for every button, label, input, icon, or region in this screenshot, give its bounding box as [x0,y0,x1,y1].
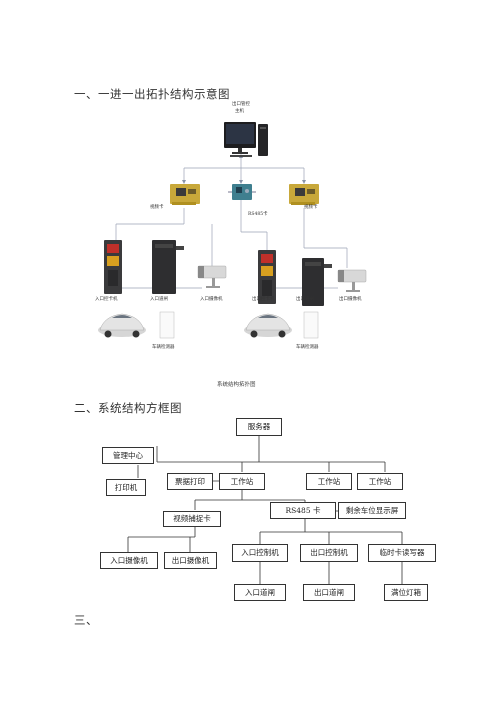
ticket-print-box: 票据打印 [167,473,213,490]
remaining-spaces-display-box: 剩余车位显示屏 [338,502,406,519]
exit-gate-label: 出口道闸 [296,297,314,302]
entry-camera [197,265,227,288]
entry-gate-box: 入口道闸 [234,584,286,601]
rs485-card-box: RS485 卡 [270,502,336,519]
entry-detector-label: 车辆检测器 [152,345,175,350]
entry-camera-box: 入口摄像机 [100,552,158,569]
video-card-left-label: 视频卡 [150,205,164,210]
workstation-box-3: 工作站 [357,473,403,490]
video-card-left [170,184,200,205]
entry-vehicle-detector [159,311,175,339]
full-light-box: 满位灯箱 [384,584,428,601]
video-card-right [289,184,319,205]
temp-card-reader-box: 临时卡读写器 [368,544,436,562]
topology-caption: 系统结构拓扑图 [217,382,256,388]
rs485-card [228,184,256,200]
pc-label-line1: 出口管控 [232,102,250,107]
heading-3: 三、 [74,613,98,627]
entry-gate [152,240,184,294]
heading-1: 一、一进一出拓扑结构示意图 [74,87,230,101]
pc-host [224,122,268,157]
management-center-box: 管理中心 [102,447,154,464]
exit-controller [258,250,276,304]
entry-controller [104,240,122,294]
exit-camera [337,269,367,292]
pc-label-line2: 主机 [235,109,244,114]
video-capture-card-box: 视频捕捉卡 [163,511,221,527]
exit-detector-label: 车辆检测器 [296,345,319,350]
heading-2: 二、系统结构方框图 [74,401,182,415]
server-box: 服务器 [236,418,282,436]
entry-gate-label: 入口道闸 [150,297,168,302]
exit-controller-box: 出口控制机 [300,544,358,562]
exit-car [244,313,292,338]
workstation-box-2: 工作站 [306,473,352,490]
topology-drawing [98,122,367,339]
rs485-label: RS485卡 [248,212,268,217]
exit-vehicle-detector [303,311,319,339]
topology-wires [115,158,348,289]
exit-camera-box: 出口摄像机 [164,552,217,569]
topology-figure: 出口管控 主机 视频卡 RS485卡 视频卡 入口控卡机 入口道闸 入口摄像机 … [92,100,400,390]
workstation-box-1: 工作站 [219,473,265,490]
exit-gate-box: 出口道闸 [303,584,355,601]
wire-arrows [182,154,306,184]
exit-controller-label: 出口控卡机 [252,297,275,302]
entry-camera-label: 入口摄像机 [200,297,223,302]
entry-controller-label: 入口控卡机 [95,297,118,302]
entry-controller-box: 入口控制机 [232,544,288,562]
entry-car [98,313,146,338]
printer-box: 打印机 [106,479,146,496]
exit-camera-label: 出口摄像机 [339,297,362,302]
exit-gate [302,258,332,306]
video-card-right-label: 视频卡 [304,205,318,210]
